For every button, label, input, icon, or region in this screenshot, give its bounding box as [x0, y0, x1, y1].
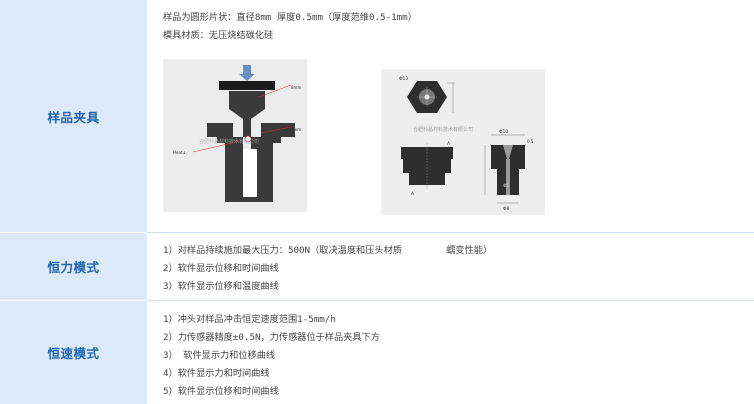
spec-line: 5）软件显示位移和时间曲线	[163, 386, 279, 397]
fixture-technical-drawing-image: Φ13 A A Φ10 0.5 Φ8	[381, 69, 545, 215]
label-divider	[0, 300, 147, 301]
dimension-label: A	[411, 191, 415, 197]
fixture-cross-section-drawing: 8mm 0.5mm Heat↓ 合肥科晶材料技术有限公司	[163, 59, 307, 212]
row-label-cell: 恒速模式	[0, 301, 147, 404]
row-divider	[147, 232, 754, 233]
callout-label: Heat↓	[173, 150, 186, 155]
spec-line: 4）软件显示力和时间曲线	[163, 368, 270, 379]
dimension-label: Φ13	[399, 76, 408, 82]
row-label-cell: 恒力模式	[0, 233, 147, 300]
dimension-label: Φ10	[499, 129, 508, 135]
callout-label: 0.5mm	[287, 127, 301, 132]
spec-line: 2）力传感器精度±0.5N，力传感器位于样品夹具下方	[163, 332, 380, 343]
dimension-label: Φ5	[503, 183, 509, 188]
spec-line: 2）软件显示位移和时间曲线	[163, 263, 279, 274]
spec-line: 样品为圆形片状：直径8mm 厚度0.5mm（厚度范维0.5-1mm）	[163, 12, 417, 23]
row-label: 恒速模式	[47, 346, 100, 361]
row-divider	[147, 300, 754, 301]
row-constant-force: 恒力模式 1）对样品持续施加最大压力：500N（取决温度和压头材质 蠕变性能） …	[0, 233, 754, 300]
row-label: 恒力模式	[47, 260, 100, 275]
fixture-cross-section-image: 8mm 0.5mm Heat↓ 合肥科晶材料技术有限公司	[163, 59, 307, 212]
row-label: 样品夹具	[47, 109, 100, 125]
fixture-technical-drawing: Φ13 A A Φ10 0.5 Φ8	[381, 69, 545, 215]
row-sample-fixture: 样品夹具 样品为圆形片状：直径8mm 厚度0.5mm（厚度范维0.5-1mm） …	[0, 0, 754, 232]
watermark-text: 合肥科晶材料技术有限公司	[413, 126, 473, 133]
dimension-label: A	[447, 141, 451, 147]
row-constant-speed: 恒速模式 1）冲头对样品冲击恒定速度范围1-5mm/h 2）力传感器精度±0.5…	[0, 301, 754, 404]
spec-line: 3）软件显示位移和温度曲线	[163, 281, 279, 292]
callout-label: 8mm	[291, 85, 301, 90]
row-content: 1）冲头对样品冲击恒定速度范围1-5mm/h 2）力传感器精度±0.5N，力传感…	[147, 301, 754, 404]
spec-line: 1）冲头对样品冲击恒定速度范围1-5mm/h	[163, 314, 336, 325]
dimension-label: 0.5	[527, 139, 534, 144]
row-label-cell: 样品夹具	[0, 0, 147, 232]
row-content: 1）对样品持续施加最大压力：500N（取决温度和压头材质 蠕变性能） 2）软件显…	[147, 233, 754, 300]
spec-line: 1）对样品持续施加最大压力：500N（取决温度和压头材质 蠕变性能）	[163, 245, 493, 256]
dimension-label: Φ8	[503, 206, 510, 212]
spec-line: 3） 软件显示力和位移曲线	[163, 350, 276, 361]
spec-line: 模具材质：无压烧结碳化硅	[163, 30, 274, 41]
label-divider	[0, 232, 147, 233]
watermark-text: 合肥科晶材料技术有限公司	[199, 138, 259, 145]
row-content: 样品为圆形片状：直径8mm 厚度0.5mm（厚度范维0.5-1mm） 模具材质：…	[147, 0, 754, 232]
